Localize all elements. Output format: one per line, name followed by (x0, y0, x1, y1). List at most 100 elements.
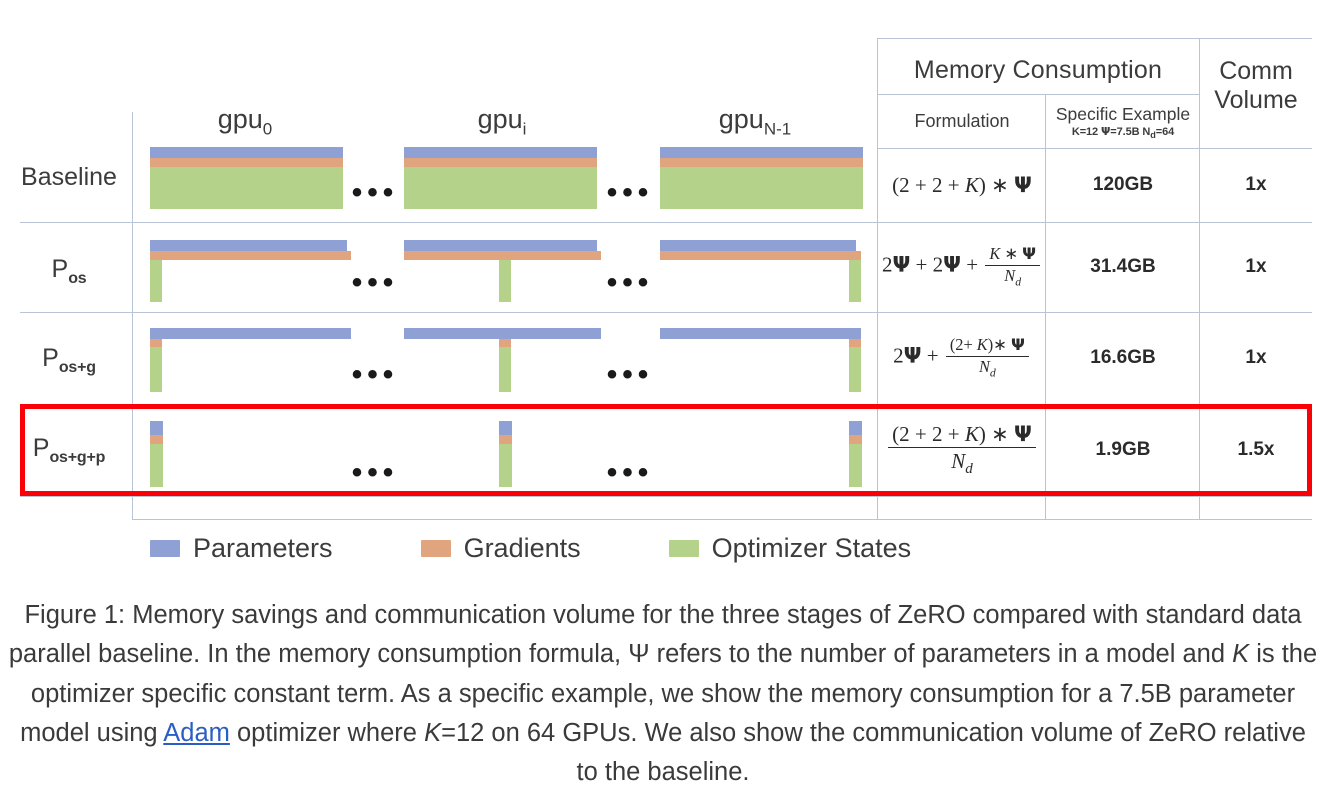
row-label-p-os-sub: os (68, 270, 87, 287)
comm-baseline: 1x (1245, 174, 1267, 195)
bar-baseline-gpu0-parameters (150, 147, 343, 158)
caption-k-1: K (1232, 640, 1250, 669)
bar-posgp-gpui-parameters (499, 421, 512, 435)
caption-part1: Figure 1: Memory savings and communicati… (8, 601, 1302, 669)
comm-p-os: 1x (1245, 256, 1267, 277)
bar-posg-gpu0-parameters (150, 328, 351, 339)
legend-swatch-optimizer-states-icon (668, 539, 699, 557)
header-comm-line2: Volume (1214, 86, 1298, 114)
example-p-os-g-p: 1.9GB (1095, 439, 1151, 460)
bar-baseline-gpui-gradients (404, 158, 597, 167)
row-label-p-os: Pos (6, 255, 132, 288)
bar-pos-gpu0-optimizer (150, 260, 162, 302)
ellipsis-posg-1: ••• (351, 358, 399, 391)
bar-pos-gpun-gradients (660, 251, 861, 260)
gpu-0-sub: 0 (262, 119, 273, 139)
bar-posg-gpu0-optimizer (150, 347, 162, 392)
comm-p-os-g-p: 1.5x (1237, 439, 1275, 460)
column-header-gpu-0: gpu0 (140, 104, 350, 139)
caption-k-2: K (424, 718, 442, 747)
bar-posg-gpui-gradients (499, 339, 511, 347)
row-label-p-os-g: Pos+g (6, 344, 132, 377)
bar-posg-gpun-gradients (849, 339, 861, 347)
row-label-p-os-g-p-base: P (32, 434, 50, 462)
grid-line-row1 (20, 222, 1312, 223)
legend-item-parameters: Parameters (150, 533, 333, 564)
ellipsis-pos-1: ••• (351, 266, 399, 299)
row-label-baseline-text: Baseline (21, 163, 117, 191)
row-label-baseline: Baseline (6, 163, 132, 192)
grid-line-subhdr (878, 148, 1312, 149)
bar-baseline-gpun-optimizer (660, 167, 863, 209)
bar-posgp-gpu0-parameters (150, 421, 163, 435)
legend-label-gradients: Gradients (463, 532, 581, 563)
bar-posg-gpui-parameters (404, 328, 601, 339)
formula-baseline: (2 + 2 + K) ∗ Ψ (892, 172, 1032, 197)
grid-line-vert-left (132, 112, 133, 519)
bar-baseline-gpun-gradients (660, 158, 863, 167)
gpu-i-base: gpu (477, 104, 523, 134)
example-baseline: 120GB (1092, 174, 1154, 195)
legend-item-optimizer-states: Optimizer States (668, 532, 912, 564)
comm-p-os-g: 1x (1245, 347, 1267, 368)
adam-link[interactable]: Adam (163, 718, 230, 747)
gpu-0-base: gpu (217, 104, 263, 134)
header-specific-example: Specific Example K=12 Ψ=7.5B Nd=64 (1046, 96, 1200, 148)
row-label-p-os-g-p: Pos+g+p (6, 434, 132, 467)
column-header-gpu-n-1: gpuN-1 (650, 104, 860, 139)
bar-posgp-gpui-optimizer (499, 444, 512, 487)
bar-posg-gpun-optimizer (849, 347, 861, 392)
header-memory-consumption: Memory Consumption (913, 55, 1163, 84)
zero-memory-figure: Memory Consumption Comm Volume Formulati… (6, 38, 1312, 564)
row-label-p-os-base: P (51, 255, 69, 283)
grid-line-legend (132, 519, 1312, 520)
header-specific-example-params: K=12 Ψ=7.5B Nd=64 (1071, 124, 1175, 140)
ellipsis-posgp-2: ••• (606, 456, 654, 489)
caption-part3: optimizer where (229, 718, 425, 747)
column-header-gpu-i: gpui (397, 104, 607, 139)
bar-posg-gpun-parameters (660, 328, 861, 339)
legend-swatch-gradients-icon (420, 539, 451, 557)
bar-pos-gpu0-parameters (150, 240, 347, 251)
row-label-p-os-g-sub: os+g (58, 359, 96, 376)
grid-line-top (878, 38, 1312, 39)
bar-pos-gpun-parameters (660, 240, 856, 251)
bar-pos-gpui-gradients (404, 251, 601, 260)
grid-line-memhdr (878, 94, 1200, 95)
ellipsis-posgp-1: ••• (351, 456, 399, 489)
example-p-os-g: 16.6GB (1090, 347, 1156, 368)
ellipsis-baseline-2: ••• (606, 176, 654, 209)
legend-item-gradients: Gradients (420, 532, 581, 564)
bar-posgp-gpun-gradients (849, 435, 862, 444)
grid-line-vert-table (877, 38, 878, 519)
bar-pos-gpu0-gradients (150, 251, 351, 260)
bar-posgp-gpun-parameters (849, 421, 862, 435)
bar-posgp-gpu0-gradients (150, 435, 163, 444)
legend-label-optimizer-states: Optimizer States (711, 532, 912, 563)
header-formulation: Formulation (914, 110, 1010, 131)
header-comm-volume: Comm Volume (1200, 46, 1312, 126)
bar-baseline-gpu0-gradients (150, 158, 343, 167)
figure-caption: Figure 1: Memory savings and communicati… (0, 596, 1326, 792)
row-label-p-os-g-base: P (42, 344, 59, 372)
grid-line-row2 (20, 312, 1312, 313)
legend-label-parameters: Parameters (193, 532, 333, 563)
gpu-i-sub: i (522, 119, 527, 139)
bar-baseline-gpun-parameters (660, 147, 863, 158)
grid-line-vert-formula (1045, 94, 1046, 519)
bar-pos-gpui-parameters (404, 240, 597, 251)
bar-posgp-gpu0-optimizer (150, 444, 163, 487)
ellipsis-posg-2: ••• (606, 358, 654, 391)
bar-pos-gpun-optimizer (849, 260, 861, 302)
header-comm-line1: Comm (1219, 56, 1293, 85)
caption-part4: =12 on 64 GPUs. We also show the communi… (441, 718, 1306, 787)
ellipsis-baseline-1: ••• (351, 176, 399, 209)
row-label-p-os-g-p-sub: os+g+p (49, 449, 106, 466)
caption-part2: is the optimizer specific constant term.… (20, 640, 1318, 747)
bar-baseline-gpui-optimizer (404, 167, 597, 209)
grid-line-vert-comm (1199, 38, 1200, 519)
header-specific-example-title: Specific Example (1055, 103, 1191, 124)
